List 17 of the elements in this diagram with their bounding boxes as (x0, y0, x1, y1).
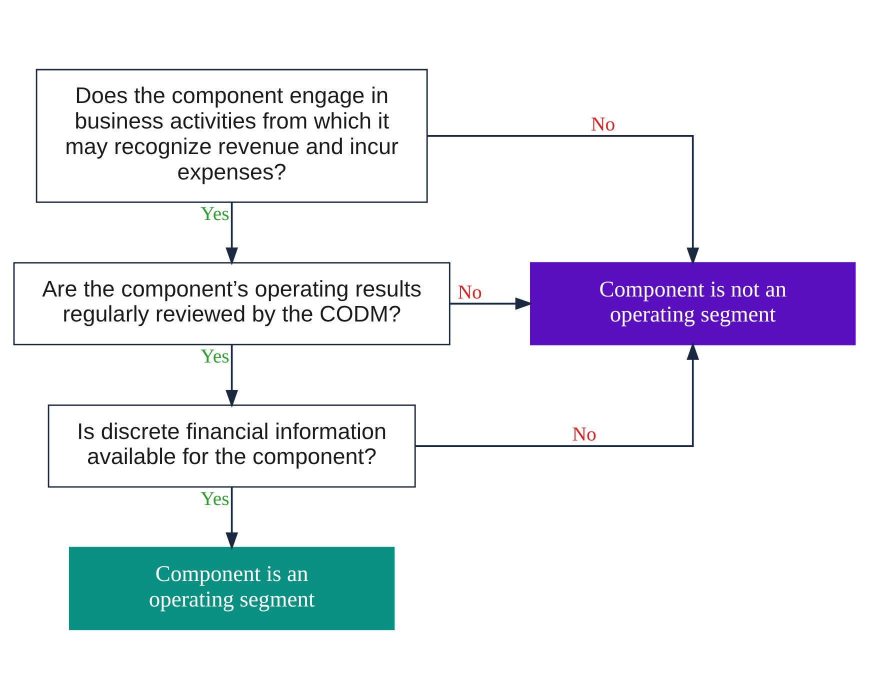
arrow (450, 296, 534, 310)
arrow (226, 486, 238, 550)
node-box: Are the component’s operating results regularly reviewed by the CODM? (13, 262, 450, 345)
edge-label: No (458, 280, 482, 303)
node-box: Component is an operating segment (69, 546, 395, 630)
edge-label: Yes (200, 345, 230, 368)
node-box: Does the component engage in business activities from which it may recognize revenue and incur expenses? (36, 68, 428, 202)
edge-label: No (590, 113, 616, 136)
node-box: Is discrete financial information available for the component? (48, 404, 416, 488)
edge-label: Yes (200, 202, 230, 224)
arrow (415, 342, 700, 446)
arrow (226, 202, 238, 265)
edge-label: No (572, 423, 596, 446)
node-box: Component is not an operating segment (530, 262, 856, 345)
arrow (427, 134, 700, 265)
arrow (226, 344, 238, 408)
edge-label: Yes (200, 487, 230, 510)
